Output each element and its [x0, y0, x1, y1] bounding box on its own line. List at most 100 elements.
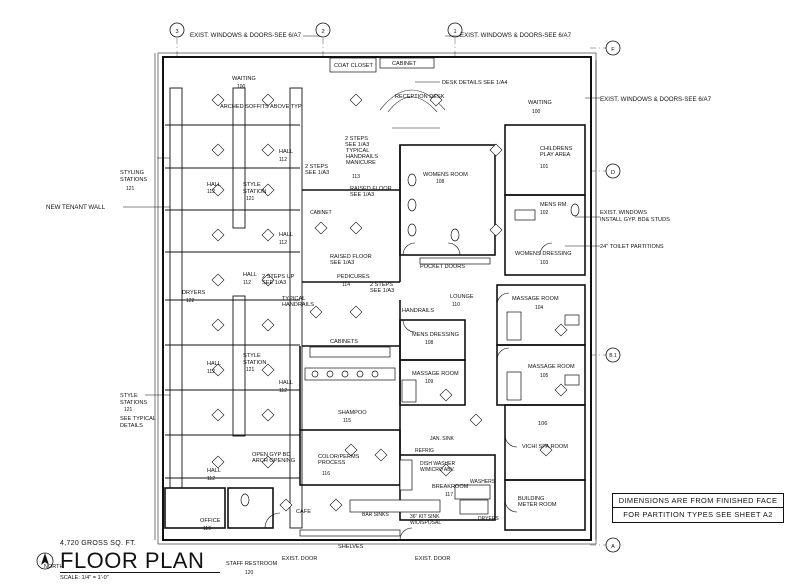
- cabinet-top-label: CABINET: [392, 61, 417, 67]
- hall-label-4: HALL: [243, 272, 257, 278]
- hall-label-2: HALL: [279, 149, 293, 155]
- grid-bubble-D: D: [605, 163, 621, 179]
- exterior-walls: [154, 52, 597, 545]
- page-title: FLOOR PLAN: [60, 548, 205, 573]
- reception-label: RECEPTION DESK: [395, 94, 445, 100]
- massage-tables: [401, 311, 580, 403]
- lounge-num: 110: [452, 302, 460, 308]
- massage-104-label: MASSAGE ROOM: [512, 296, 559, 302]
- north-arrow-icon: [36, 552, 54, 570]
- dryers-label: DRYERS: [182, 290, 205, 296]
- mens-dressing-num: 108: [425, 340, 434, 346]
- hall-num-4: 112: [243, 280, 251, 286]
- north-label: NORTH: [44, 564, 64, 570]
- toilet-partitions-note: 24" TOILET PARTITIONS: [600, 244, 664, 250]
- toilet-fixtures: [240, 173, 580, 507]
- style-stations-bottom-num: 121: [124, 407, 133, 413]
- leader-lines: [123, 35, 600, 396]
- pocket-doors-label: POCKET DOORS: [420, 264, 465, 270]
- scale-label: SCALE: 1/4" = 1'-0": [60, 575, 109, 581]
- breakroom-num: 117: [445, 492, 453, 498]
- hall-num-3: 112: [279, 240, 287, 246]
- grid-bubble-F: F: [605, 40, 621, 56]
- new-tenant-wall-note: NEW TENANT WALL: [46, 204, 106, 211]
- shampoo-label: SHAMPOO: [338, 410, 367, 416]
- partition-types-note: FOR PARTITION TYPES SEE SHEET A2: [612, 507, 784, 523]
- exist-windows-left-note: EXIST. WINDOWS & DOORS-SEE 6/A7: [190, 32, 302, 39]
- dryers-small-label: DRYERS: [478, 516, 499, 522]
- breakroom-label: BREAKROOM: [432, 484, 469, 490]
- grid-bubble-3: 3: [169, 22, 185, 38]
- dryers-num: 122: [186, 298, 195, 304]
- exist-door-1-label: EXIST. DOOR: [282, 556, 317, 562]
- arched-soffits-note: ARCHED SOFFITS ABOVE TYP.: [220, 104, 303, 110]
- mens-rm-num: 102: [540, 210, 549, 216]
- refrig-label: REFRIG: [415, 448, 434, 454]
- childrens-play-num: 101: [540, 164, 549, 170]
- style-station-num-1: 121: [246, 196, 255, 202]
- shelves-label: SHELVES: [338, 544, 364, 550]
- waiting-left-num: 100: [237, 84, 246, 90]
- desk-details-note: DESK DETAILS SEE 1/A4: [442, 80, 508, 86]
- waiting-left-label: WAITING: [232, 76, 256, 82]
- exist-windows-right-note: EXIST. WINDOWS & DOORS-SEE 6/A7: [600, 96, 712, 103]
- vichi-spa-label: VICHI SPA ROOM: [522, 444, 568, 450]
- svg-text:A: A: [611, 544, 615, 550]
- womens-dressing-num: 103: [540, 260, 549, 266]
- cabinet-mid-label: CABINET: [310, 210, 332, 216]
- manicure-num: 113: [352, 174, 360, 180]
- partition-types-note-text: FOR PARTITION TYPES SEE SHEET A2: [623, 510, 773, 519]
- massage-104-num: 104: [535, 305, 544, 311]
- hall-num-2: 112: [279, 157, 287, 163]
- womens-dressing-label: WOMENS DRESSING: [515, 251, 572, 257]
- hall-num-7: 112: [207, 476, 215, 482]
- mens-dressing-label: MENS DRESSING: [412, 332, 459, 338]
- exist-door-2-label: EXIST. DOOR: [415, 556, 450, 562]
- office-num: 119: [203, 526, 211, 532]
- svg-text:B.1: B.1: [609, 353, 617, 359]
- massage-105-num: 105: [540, 373, 549, 379]
- womens-room-num: 108: [436, 179, 445, 185]
- massage-109-label: MASSAGE ROOM: [412, 371, 459, 377]
- cabinets-shampoo-label: CABINETS: [330, 339, 358, 345]
- grid-bubble-2: 2: [315, 22, 331, 38]
- door-swings: [264, 242, 553, 541]
- gross-area: 4,720 GROSS SQ. FT.: [60, 540, 137, 547]
- hall-label-6: HALL: [279, 380, 293, 386]
- lounge-label: LOUNGE: [450, 294, 474, 300]
- staff-restroom-num: 120: [245, 570, 254, 576]
- washers-label: WASHERS: [470, 479, 496, 485]
- shampoo-sinks: [304, 346, 396, 381]
- svg-text:1: 1: [453, 29, 456, 35]
- style-station-num-2: 121: [246, 367, 255, 373]
- grid-bubble-B1: B.1: [605, 347, 621, 363]
- styling-stations-num: 121: [126, 186, 135, 192]
- bar-sinks-label: BAR SINKS: [362, 512, 389, 518]
- svg-text:D: D: [611, 170, 615, 176]
- interior-partitions: [164, 124, 586, 531]
- svg-text:2: 2: [321, 29, 324, 35]
- pedicures-num: 114: [342, 282, 350, 288]
- breakroom-fixtures: [299, 459, 491, 537]
- title-block: 4,720 GROSS SQ. FT. NORTH FLOOR PLAN SCA…: [30, 540, 230, 584]
- jan-sink-label: JAN. SINK: [430, 436, 455, 442]
- waiting-right-num: 100: [532, 109, 541, 115]
- grid-bubble-A: A: [605, 537, 621, 553]
- hall-label-3: HALL: [279, 232, 293, 238]
